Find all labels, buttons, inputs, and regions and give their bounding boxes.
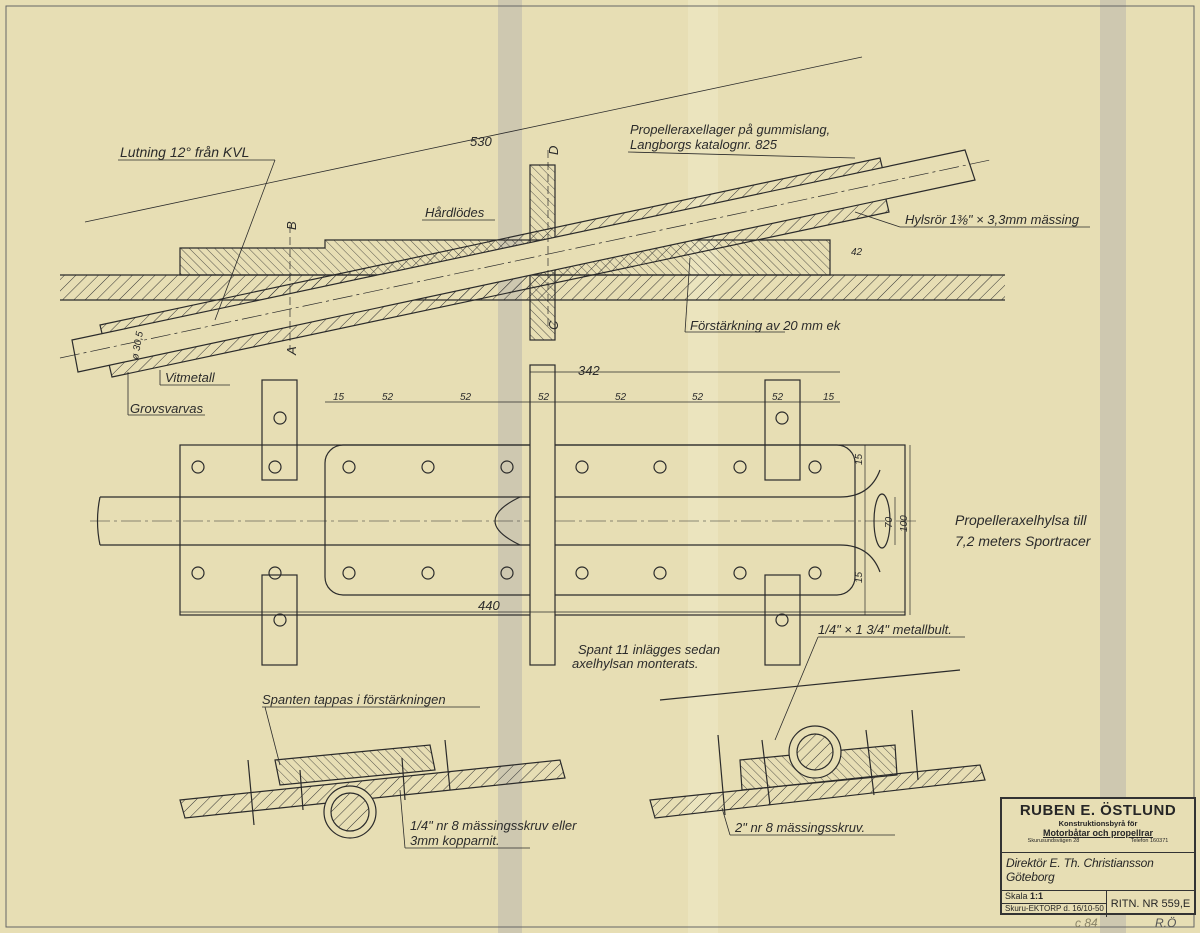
sheet-border	[5, 5, 1195, 928]
detail-right-note-top: 1/4" × 1 3/4" metallbult.	[818, 622, 952, 637]
scale-value: 1:1	[1030, 891, 1044, 901]
slope-label: Lutning 12° från KVL	[120, 144, 249, 160]
title-block: RUBEN E. ÖSTLUND Konstruktionsbyrå för M…	[1000, 797, 1196, 917]
place-date: Skuru-EKTORP d. 16/10-50	[1005, 904, 1104, 913]
white-metal-note: Vitmetall	[165, 370, 216, 385]
drawing-title-1: Propelleraxelhylsa till	[955, 512, 1087, 528]
client-name: Direktör E. Th. Christiansson	[1006, 856, 1154, 870]
firm-specialty: Motorbåtar och propellrar	[1042, 828, 1153, 838]
spacing-dim: 52	[460, 392, 472, 403]
spacing-dim: 15	[333, 392, 345, 403]
dim-line-530	[84, 56, 863, 223]
initials: R.Ö	[1155, 916, 1177, 930]
spacing-dim: 52	[382, 392, 394, 403]
width-dim: 15	[854, 453, 865, 465]
frame-note-1: Spant 11 inlägges sedan	[578, 642, 720, 657]
firm-address: Skurusundsvägen 28	[1027, 838, 1080, 844]
detail-right-note-bottom: 2" nr 8 mässingsskruv.	[734, 820, 865, 835]
reinforcement-note: Förstärkning av 20 mm ek	[690, 318, 842, 333]
client-city: Göteborg	[1006, 870, 1055, 884]
section-mark-a: A	[284, 346, 299, 356]
bolt-holes	[191, 411, 822, 627]
overall-dim-342: 342	[578, 363, 600, 378]
spacing-dim: 52	[538, 392, 550, 403]
scale-label: Skala	[1005, 891, 1028, 901]
brazed-note: Hårdlödes	[425, 205, 485, 220]
height-dim: 42	[851, 247, 863, 258]
section-mark-d: D	[546, 146, 561, 155]
spacing-dim: 52	[615, 392, 627, 403]
detail-left-note-2: 3mm kopparnit.	[410, 833, 500, 848]
plan-view	[90, 364, 920, 666]
spacing-dim: 15	[823, 392, 835, 403]
bearing-note-2: Langborgs katalognr. 825	[630, 137, 778, 152]
firm-phone: Telefon 160371	[1130, 838, 1169, 844]
width-dim: 15	[854, 571, 865, 583]
length-dim-530: 530	[470, 134, 492, 149]
firm-name: RUBEN E. ÖSTLUND	[1019, 802, 1177, 819]
detail-left-note-1: 1/4" nr 8 mässingsskruv eller	[410, 818, 577, 833]
scan-band	[688, 0, 718, 933]
section-mark-c: C	[546, 320, 561, 330]
width-dim: 70	[884, 516, 895, 528]
drawing-number: RITN. NR 559,E	[1110, 898, 1191, 910]
detail-right	[649, 636, 986, 836]
detail-left-note-top: Spanten tappas i förstärkningen	[262, 692, 446, 707]
section-mark-b: B	[284, 221, 299, 230]
drawing-title-2: 7,2 meters Sportracer	[955, 533, 1092, 549]
width-dim: 100	[899, 515, 910, 532]
propeller-shaft	[71, 149, 976, 373]
rough-turned-note: Grovsvarvas	[130, 401, 203, 416]
frame-note-2: axelhylsan monterats.	[572, 656, 698, 671]
spacing-dim: 52	[772, 392, 784, 403]
section-view	[59, 56, 1090, 416]
scan-band	[1100, 0, 1126, 933]
spacing-dim: 52	[692, 392, 704, 403]
detail-left	[179, 706, 566, 849]
tube-note: Hylsrör 1⅜" × 3,3mm mässing	[905, 212, 1080, 227]
diameter-dim: ø 30,5	[130, 330, 146, 360]
bearing-note-1: Propelleraxellager på gummislang,	[630, 122, 830, 137]
firm-subtitle: Konstruktionsbyrå för	[1058, 819, 1138, 828]
length-dim-440: 440	[478, 598, 500, 613]
pencil-note: c 84	[1075, 916, 1098, 930]
